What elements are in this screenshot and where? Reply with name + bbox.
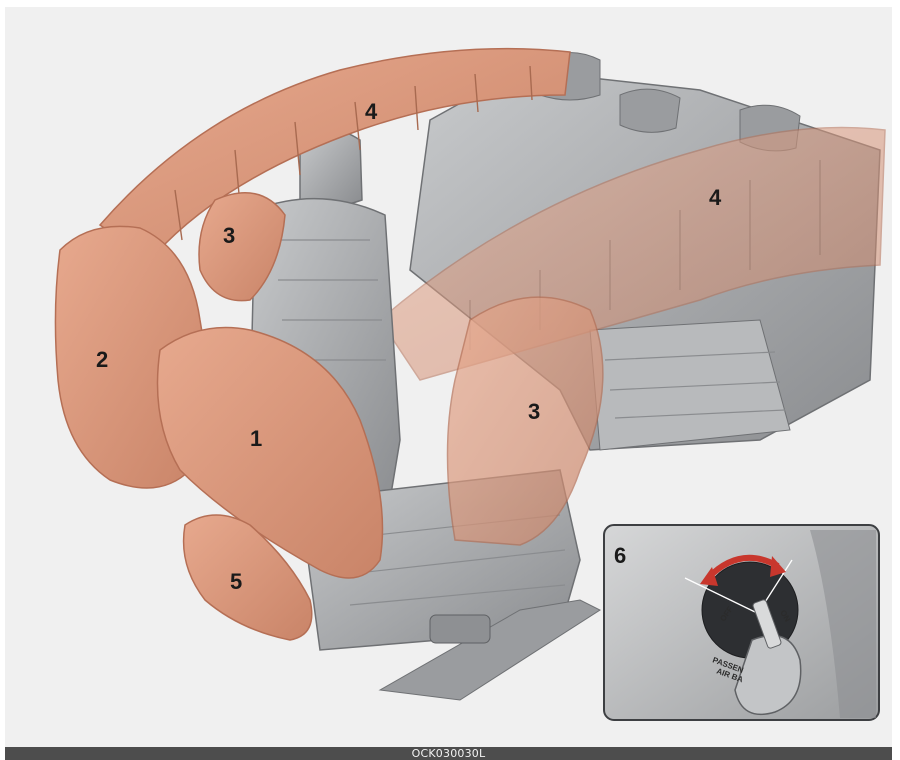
callout-3-front: 3 <box>223 223 235 248</box>
figure-code: OCK030030L <box>5 747 892 760</box>
side-airbag-passenger <box>448 297 603 545</box>
switch-inset: 6 OFF ON PASSEN AIR BA <box>604 525 879 720</box>
callout-4-front: 4 <box>365 99 378 124</box>
callout-4-rear: 4 <box>709 185 722 210</box>
callout-5: 5 <box>230 569 242 594</box>
callout-3-rear: 3 <box>528 399 540 424</box>
callout-1: 1 <box>250 426 262 451</box>
callout-6: 6 <box>614 543 626 568</box>
callout-2: 2 <box>96 347 108 372</box>
